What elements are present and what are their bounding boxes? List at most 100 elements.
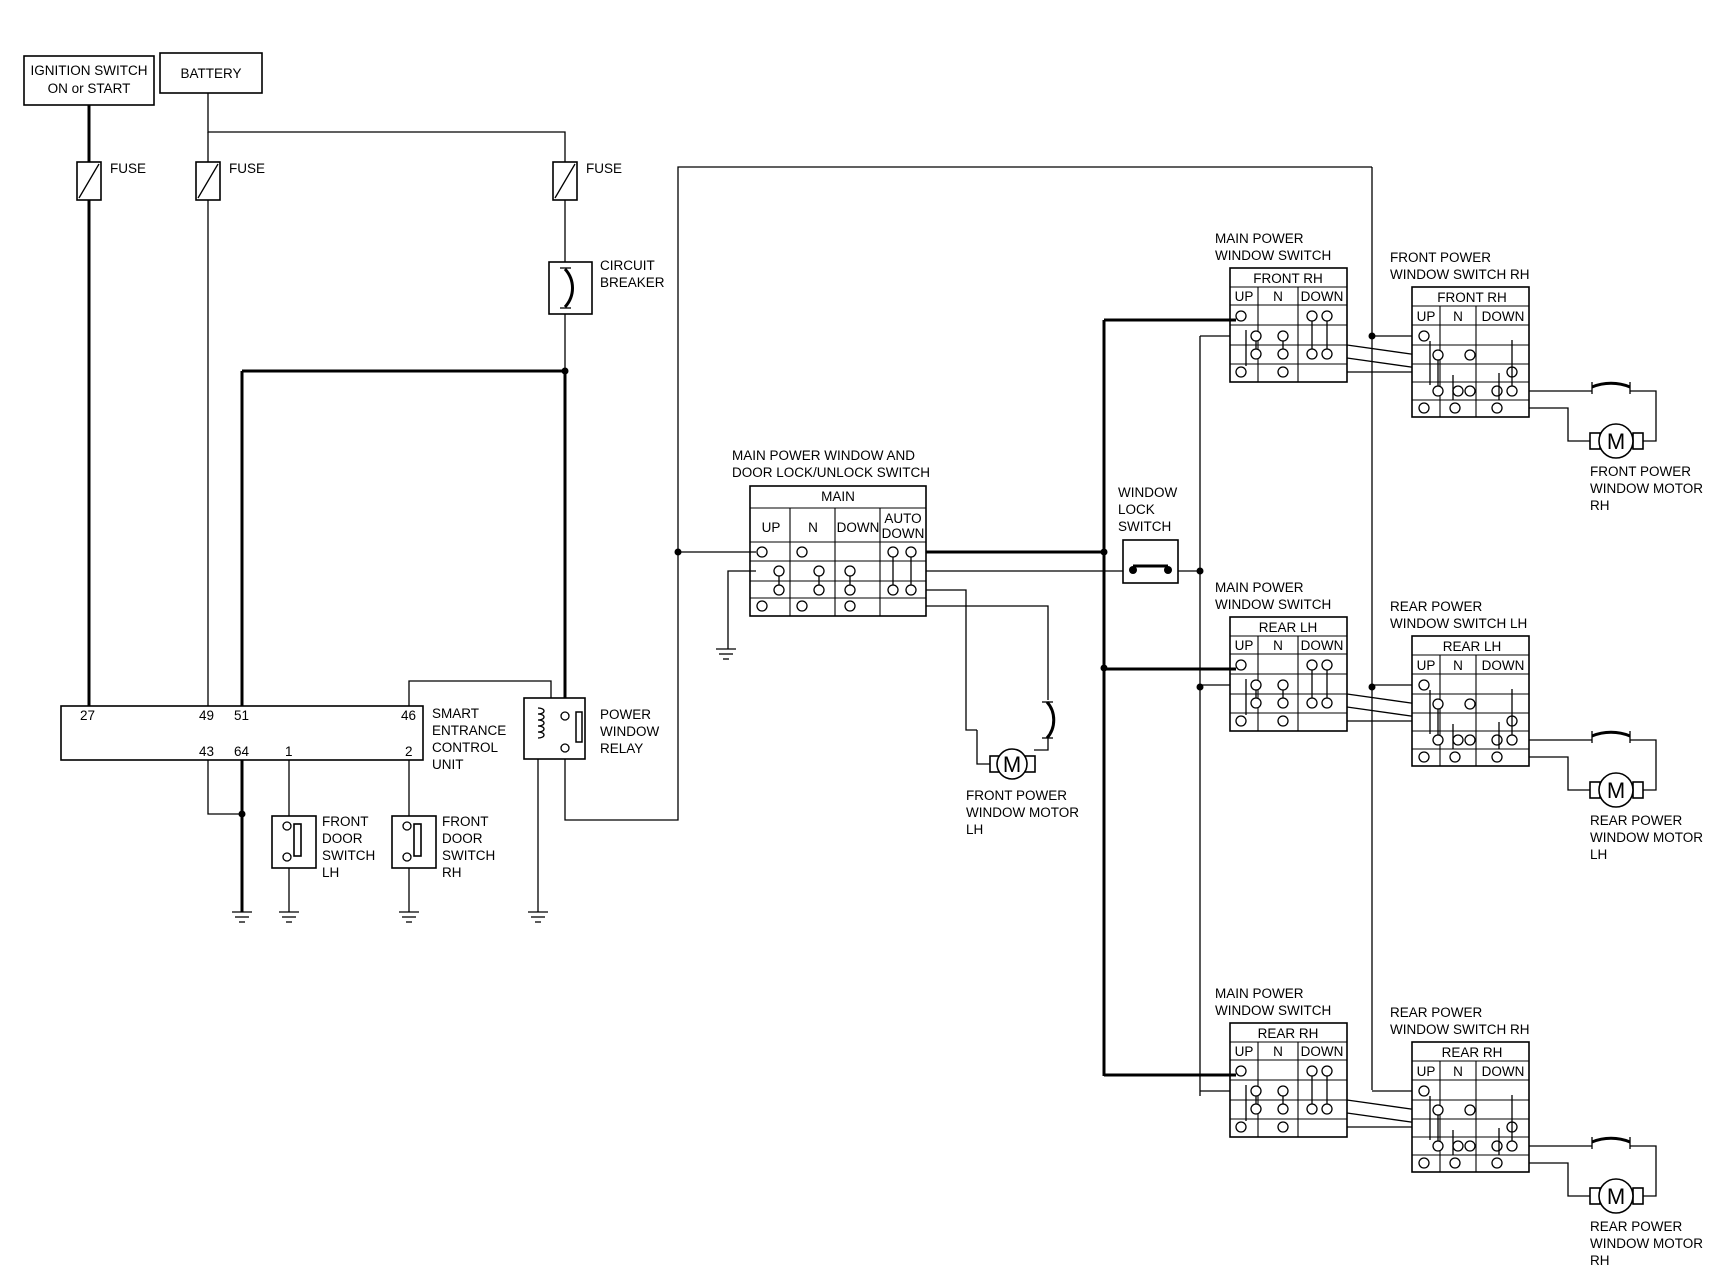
main-sub-switch-title-line2: WINDOW SWITCH [1215, 248, 1331, 263]
front-door-switch-rh: FRONT DOOR SWITCH RH [391, 814, 495, 880]
main-sub-switch-col-up: UP [1235, 289, 1254, 304]
door-switch-col-n: N [1453, 658, 1463, 673]
main-sub-switch-col-n: N [1273, 289, 1283, 304]
door-switch-lh-line4: LH [322, 865, 339, 880]
door-switch-title-line2: WINDOW SWITCH RH [1390, 267, 1529, 282]
front-door-switch-lh: FRONT DOOR SWITCH LH [271, 814, 375, 880]
relay-label-line2: WINDOW [600, 724, 659, 739]
motor-label-line2: WINDOW MOTOR [1590, 481, 1703, 496]
door-switch-header: REAR RH [1442, 1045, 1503, 1060]
window-lock-line3: SWITCH [1118, 519, 1171, 534]
ground-icon [279, 911, 299, 923]
ignition-switch-box: IGNITION SWITCH ON or START [23, 55, 155, 106]
ground-icon [232, 911, 252, 923]
fuse-1-label: FUSE [110, 161, 146, 176]
battery-box: BATTERY [159, 52, 263, 94]
power-window-relay: POWER WINDOW RELAY [523, 697, 659, 760]
door-switch-col-up: UP [1417, 309, 1436, 324]
door-switch-title-line1: REAR POWER [1390, 1005, 1483, 1020]
main-sub-switch-col-up: UP [1235, 638, 1254, 653]
window-lock-line1: WINDOW [1118, 485, 1177, 500]
main-sub-switch-header: FRONT RH [1253, 271, 1323, 286]
motor-label-line1: REAR POWER [1590, 813, 1683, 828]
door-switch-col-down: DOWN [1482, 309, 1525, 324]
door-switch-lh-line3: SWITCH [322, 848, 375, 863]
secu-pin-2: 2 [405, 744, 413, 759]
door-switch-col-n: N [1453, 309, 1463, 324]
main-sub-switch-title-line2: WINDOW SWITCH [1215, 1003, 1331, 1018]
door-switch-lh-line2: DOOR [322, 831, 363, 846]
motor-icon: M [1607, 1184, 1625, 1209]
main-sub-switch-header: REAR LH [1259, 620, 1318, 635]
ground-icon [716, 648, 736, 660]
secu-pin-51: 51 [234, 708, 249, 723]
secu-pin-64: 64 [234, 744, 250, 759]
motor-label-line1: REAR POWER [1590, 1219, 1683, 1234]
door-switch-col-up: UP [1417, 658, 1436, 673]
main-switch-col-n: N [808, 520, 818, 535]
right-switch-blocks: MAIN POWER WINDOW SWITCH FRONT RH UP N DOWN FR… [1104, 231, 1703, 1268]
front-motor-lh-line2: WINDOW MOTOR [966, 805, 1079, 820]
motor-label-line3: LH [1590, 847, 1607, 862]
door-switch-title-line1: FRONT POWER [1390, 250, 1491, 265]
circuit-breaker: CIRCUIT BREAKER [548, 258, 665, 315]
ignition-label-line2: ON or START [48, 81, 131, 96]
secu-label-line3: CONTROL [432, 740, 498, 755]
fuse-2: FUSE [195, 161, 265, 201]
secu-pin-43: 43 [199, 744, 214, 759]
door-switch-col-up: UP [1417, 1064, 1436, 1079]
main-sub-switch-title-line1: MAIN POWER [1215, 986, 1304, 1001]
main-switch-col-auto: AUTO [884, 511, 921, 526]
circuit-breaker-label-line2: BREAKER [600, 275, 665, 290]
door-switch-title-line2: WINDOW SWITCH RH [1390, 1022, 1529, 1037]
main-sub-switch-col-n: N [1273, 1044, 1283, 1059]
main-sub-switch-header: REAR RH [1258, 1026, 1319, 1041]
main-sub-switch-col-up: UP [1235, 1044, 1254, 1059]
relay-label-line3: RELAY [600, 741, 643, 756]
door-switch-rh-line4: RH [442, 865, 462, 880]
door-switch-title-line1: REAR POWER [1390, 599, 1483, 614]
motor-label-line2: WINDOW MOTOR [1590, 1236, 1703, 1251]
front-motor-lh-line3: LH [966, 822, 983, 837]
main-sub-switch-title-line1: MAIN POWER [1215, 231, 1304, 246]
main-sub-switch-col-down: DOWN [1301, 638, 1344, 653]
secu-label-line2: ENTRANCE [432, 723, 506, 738]
door-switch-title-line2: WINDOW SWITCH LH [1390, 616, 1527, 631]
smart-entrance-control-unit: 27 49 51 46 43 64 1 2 SMART ENTRANCE CON… [60, 705, 506, 772]
secu-pin-1: 1 [285, 744, 293, 759]
secu-pin-49: 49 [199, 708, 214, 723]
door-switch-header: REAR LH [1443, 639, 1502, 654]
front-power-window-motor-lh: M FRONT POWER WINDOW MOTOR LH [966, 700, 1079, 837]
door-switch-rear-lh: REAR POWER WINDOW SWITCH LH REAR LH UP N DOWN [1390, 599, 1530, 767]
door-switch-rh-line1: FRONT [442, 814, 489, 829]
door-switch-col-down: DOWN [1482, 658, 1525, 673]
fuse-3-label: FUSE [586, 161, 622, 176]
battery-label: BATTERY [180, 66, 241, 81]
fuse-1: FUSE [76, 161, 146, 201]
main-sub-switch-title-line1: MAIN POWER [1215, 580, 1304, 595]
window-lock-switch: WINDOW LOCK SWITCH [1118, 485, 1179, 584]
motor-label-line3: RH [1590, 498, 1610, 513]
ground-symbols [232, 648, 736, 923]
main-power-window-switch: MAIN POWER WINDOW AND DOOR LOCK/UNLOCK S… [732, 448, 930, 617]
ignition-label-line1: IGNITION SWITCH [31, 63, 148, 78]
main-sub-switch-front-rh: MAIN POWER WINDOW SWITCH FRONT RH UP N DOWN [1215, 231, 1348, 383]
main-switch-header: MAIN [821, 489, 855, 504]
motor-label-line1: FRONT POWER [1590, 464, 1691, 479]
ground-icon [528, 911, 548, 923]
fuse-3: FUSE [552, 161, 622, 201]
main-sub-switch-col-down: DOWN [1301, 289, 1344, 304]
ground-icon [399, 911, 419, 923]
main-switch-col-up: UP [762, 520, 781, 535]
door-switch-col-n: N [1453, 1064, 1463, 1079]
door-switch-rh-line2: DOOR [442, 831, 483, 846]
window-lock-line2: LOCK [1118, 502, 1155, 517]
